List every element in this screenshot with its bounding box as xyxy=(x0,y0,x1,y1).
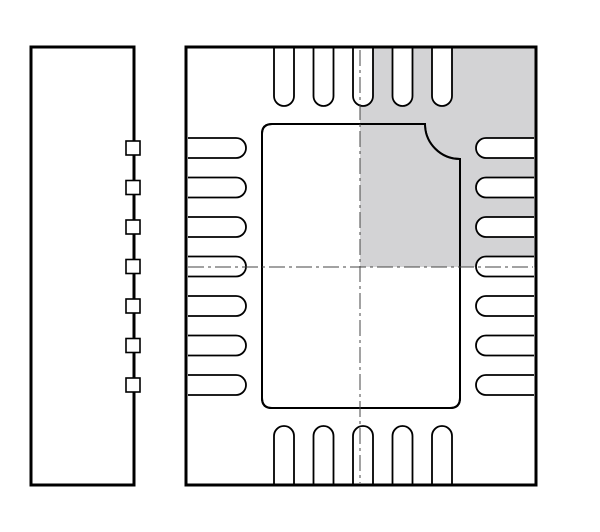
side-view-leads xyxy=(125,140,141,393)
pin-top xyxy=(352,48,374,107)
side-lead xyxy=(125,140,141,156)
pin-bottom xyxy=(273,425,295,484)
pin-right xyxy=(475,176,534,199)
bottom-view xyxy=(184,45,538,487)
pin-bottom xyxy=(431,425,453,484)
side-lead xyxy=(125,298,141,314)
pin-left xyxy=(188,334,247,357)
pins-top xyxy=(273,48,453,107)
pin-right xyxy=(475,295,534,317)
pins-bottom xyxy=(273,425,453,484)
pin-right xyxy=(475,216,534,238)
pin-left xyxy=(188,176,247,199)
side-view xyxy=(29,45,141,487)
pin-top xyxy=(431,48,453,107)
pins-left xyxy=(188,137,247,396)
pin-top xyxy=(391,48,414,107)
pin-right xyxy=(475,374,534,396)
side-lead xyxy=(125,258,141,275)
pin-bottom xyxy=(352,425,374,484)
pin-bottom xyxy=(391,425,414,484)
pin-right xyxy=(475,334,534,357)
side-lead xyxy=(125,179,141,196)
side-lead xyxy=(125,377,141,393)
pin-left xyxy=(188,216,247,238)
pin-top xyxy=(273,48,295,107)
side-view-body xyxy=(29,45,136,487)
pin-top xyxy=(312,48,335,107)
bottom-view-body xyxy=(184,45,538,487)
pin-left xyxy=(188,137,247,159)
pin-left xyxy=(188,295,247,317)
side-lead xyxy=(125,337,141,354)
side-lead xyxy=(125,219,141,235)
pin-left xyxy=(188,374,247,396)
pin-right xyxy=(475,137,534,159)
pins-right xyxy=(475,137,534,396)
pin-bottom xyxy=(312,425,335,484)
exposed-pad-outline xyxy=(261,123,461,409)
shaded-pad-quadrant xyxy=(360,124,460,267)
